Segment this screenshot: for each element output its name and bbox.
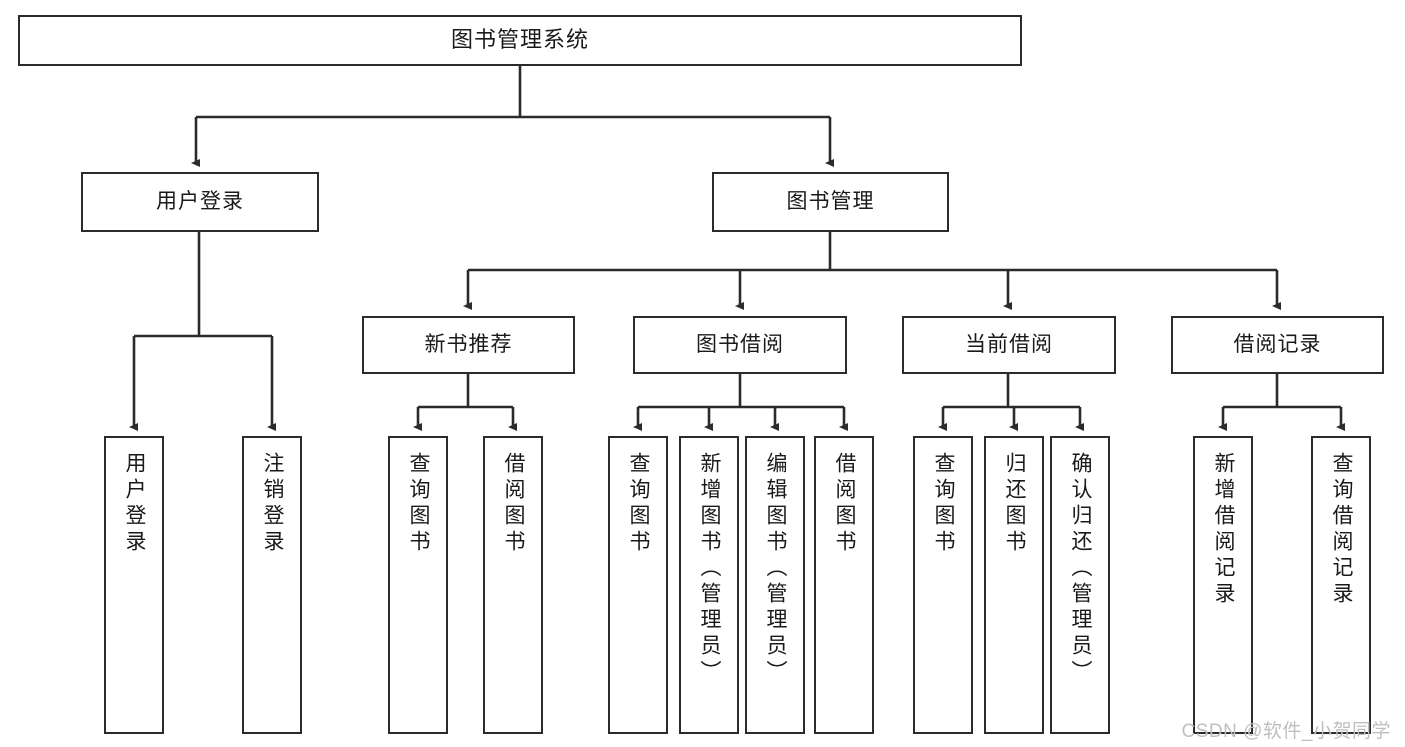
node-root[interactable]: 图书管理系统 [18,15,1022,66]
node-leaf-return-book[interactable]: 归还图书 [984,436,1044,734]
node-root-label: 图书管理系统 [450,27,589,53]
node-leaf-logout-login-label: 注销登录 [261,452,285,556]
node-leaf-confirm-return[interactable]: 确认归还（管理员） [1050,436,1110,734]
node-leaf-edit-book-label: 编辑图书（管理员） [764,452,788,686]
node-borrow-record-label: 借阅记录 [1233,333,1322,357]
node-user-login[interactable]: 用户登录 [81,172,319,232]
node-new-book-recommend-label: 新书推荐 [424,333,513,357]
node-leaf-borrow-book-1[interactable]: 借阅图书 [483,436,543,734]
node-leaf-logout-login[interactable]: 注销登录 [242,436,302,734]
node-leaf-query-book-1-label: 查询图书 [407,452,431,556]
node-book-manage[interactable]: 图书管理 [712,172,949,232]
node-book-borrow-label: 图书借阅 [696,333,784,357]
node-leaf-return-book-label: 归还图书 [1003,452,1027,556]
node-book-borrow[interactable]: 图书借阅 [633,316,847,374]
node-leaf-user-login[interactable]: 用户登录 [104,436,164,734]
node-current-borrow[interactable]: 当前借阅 [902,316,1116,374]
node-leaf-query-record-label: 查询借阅记录 [1330,452,1354,608]
node-leaf-add-record[interactable]: 新增借阅记录 [1193,436,1253,734]
node-leaf-query-book-3[interactable]: 查询图书 [913,436,973,734]
node-leaf-add-book[interactable]: 新增图书（管理员） [679,436,739,734]
node-borrow-record[interactable]: 借阅记录 [1171,316,1384,374]
watermark: CSDN @软件_小贺同学 [1181,721,1391,742]
node-leaf-borrow-book-2[interactable]: 借阅图书 [814,436,874,734]
node-leaf-borrow-book-1-label: 借阅图书 [502,452,526,556]
node-leaf-query-book-3-label: 查询图书 [932,452,956,556]
node-leaf-borrow-book-2-label: 借阅图书 [833,452,857,556]
node-leaf-add-book-label: 新增图书（管理员） [698,452,722,686]
node-leaf-query-book-2[interactable]: 查询图书 [608,436,668,734]
node-leaf-query-record[interactable]: 查询借阅记录 [1311,436,1371,734]
node-leaf-query-book-1[interactable]: 查询图书 [388,436,448,734]
node-leaf-user-login-label: 用户登录 [123,452,147,556]
node-leaf-query-book-2-label: 查询图书 [627,452,651,556]
node-new-book-recommend[interactable]: 新书推荐 [362,316,575,374]
node-leaf-edit-book[interactable]: 编辑图书（管理员） [745,436,805,734]
node-book-manage-label: 图书管理 [786,190,875,214]
node-leaf-confirm-return-label: 确认归还（管理员） [1069,452,1093,686]
node-current-borrow-label: 当前借阅 [965,333,1053,357]
node-leaf-add-record-label: 新增借阅记录 [1212,452,1236,608]
node-user-login-label: 用户登录 [156,190,244,214]
